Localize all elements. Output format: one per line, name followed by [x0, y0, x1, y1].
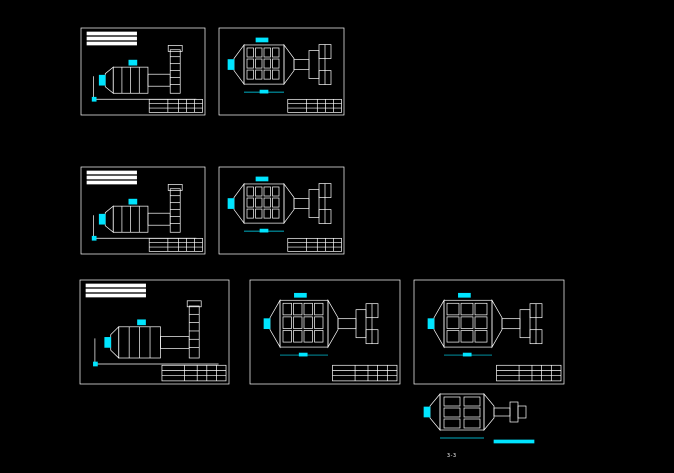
section-caption: 3-3	[447, 453, 457, 459]
sheet-6-plan	[249, 279, 401, 385]
sheet-1-elevation	[80, 27, 206, 116]
sheet-3-elevation	[80, 166, 206, 255]
sheet-8-detail	[423, 393, 535, 444]
sheet-2-plan	[218, 27, 345, 116]
sheet-4-plan	[218, 166, 345, 255]
sheet-7-plan	[413, 279, 565, 385]
sheet-5-elevation	[79, 279, 230, 385]
